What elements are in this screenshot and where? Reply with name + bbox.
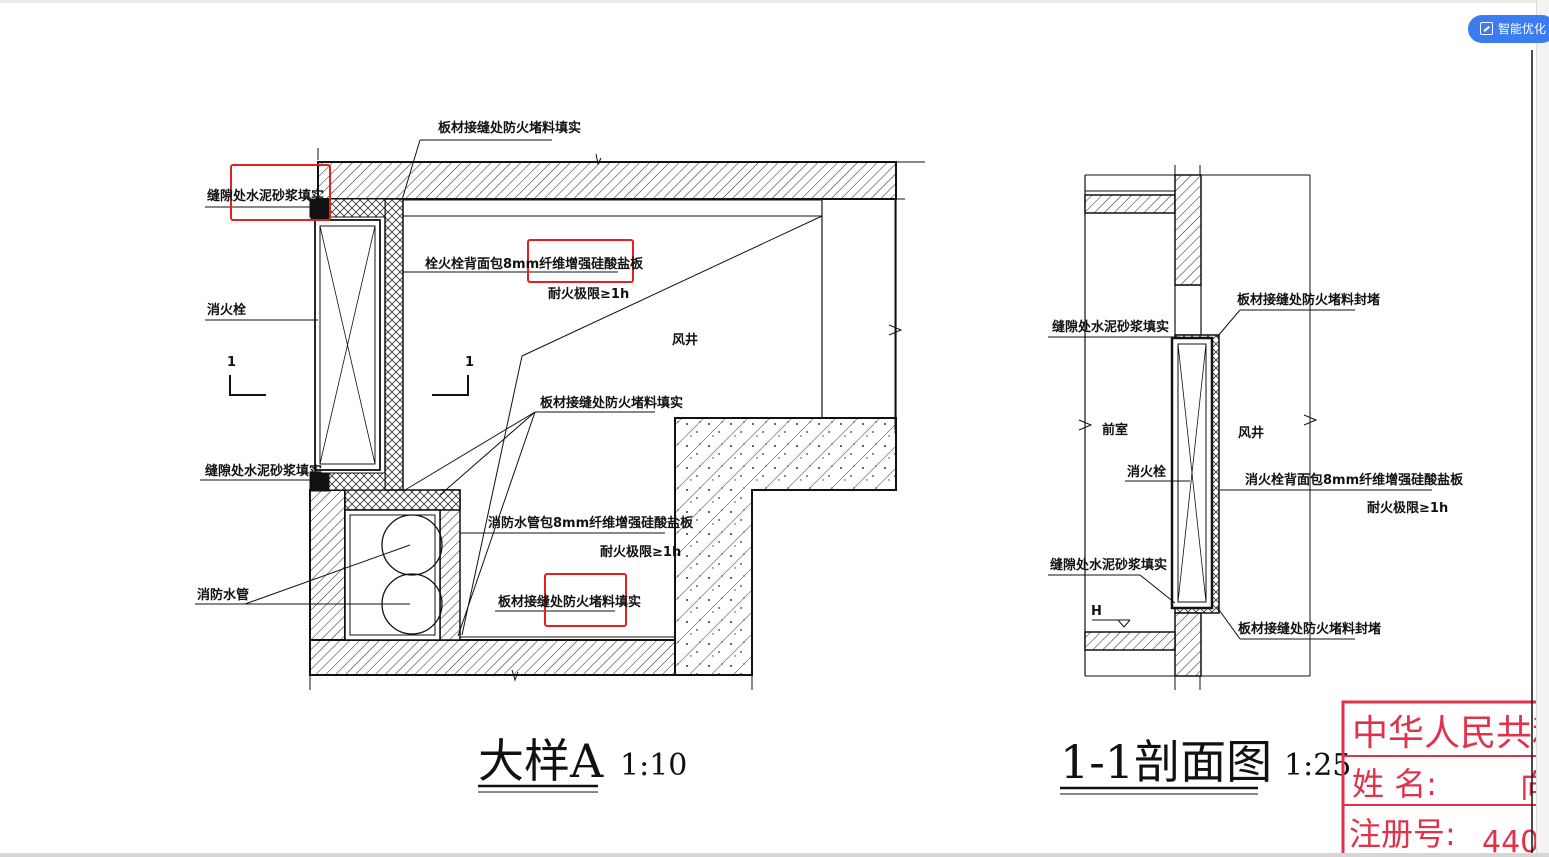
section-mark-right: 1 bbox=[465, 355, 474, 370]
section-mark-left: 1 bbox=[227, 355, 236, 370]
highlight-box-silicate-board bbox=[527, 239, 634, 283]
registration-stamp: 中华人民共和 姓 名: 向 注册号: 440 bbox=[1341, 700, 1549, 857]
label-board-seal-top: 板材接缝处防火堵料封堵 bbox=[1237, 292, 1380, 308]
label-hydrant-board-s: 消火栓背面包8mm纤维增强硅酸盐板 bbox=[1245, 472, 1464, 488]
section-1-1-drawing bbox=[1048, 165, 1432, 795]
stamp-reg-label: 注册号: bbox=[1349, 815, 1456, 853]
right-scroll-edge[interactable] bbox=[1536, 0, 1549, 857]
label-board-seal-bottom: 板材接缝处防火堵料封堵 bbox=[1238, 621, 1381, 637]
highlight-boxes bbox=[230, 164, 634, 627]
detail-a-labels: 板材接缝处防火堵料填实 缝隙处水泥砂浆填实 栓火栓背面包8mm纤维增强硅酸盐板 … bbox=[197, 120, 698, 788]
stamp-line-1: 中华人民共和 bbox=[1352, 713, 1549, 754]
stamp-reg-value: 440 bbox=[1482, 825, 1539, 857]
highlight-box-fire-fill bbox=[544, 573, 627, 627]
label-fire-pipe: 消防水管 bbox=[197, 587, 249, 603]
label-hydrant: 消火栓 bbox=[207, 302, 246, 318]
label-fire-rating-s: 耐火极限≥1h bbox=[1367, 500, 1448, 516]
label-gap-cement-top: 缝隙处水泥砂浆填实 bbox=[207, 188, 324, 204]
label-shaft: 风井 bbox=[672, 332, 698, 348]
label-top-board-fill: 板材接缝处防火堵料填实 bbox=[438, 120, 581, 136]
label-fire-rating-1: 耐火极限≥1h bbox=[548, 286, 629, 302]
label-height-mark: H bbox=[1091, 604, 1102, 619]
label-gap-cement-top-s: 缝隙处水泥砂浆填实 bbox=[1052, 319, 1169, 335]
stamp-name-label: 姓 名: bbox=[1352, 765, 1437, 803]
detail-a-scale: 1:10 bbox=[620, 748, 687, 783]
section-1-1-labels: 板材接缝处防火堵料封堵 缝隙处水泥砂浆填实 前室 风井 消火栓 消火栓背面包8m… bbox=[1050, 292, 1464, 789]
label-pipe-board: 消防水管包8mm纤维增强硅酸盐板 bbox=[488, 515, 694, 531]
section-title: 1-1剖面图 bbox=[1060, 735, 1272, 789]
label-gap-cement-bottom: 缝隙处水泥砂浆填实 bbox=[205, 463, 322, 479]
smart-optimize-label: 智能优化 bbox=[1498, 22, 1547, 36]
label-gap-cement-bottom-s: 缝隙处水泥砂浆填实 bbox=[1050, 557, 1167, 573]
bottom-border bbox=[0, 853, 1549, 857]
label-shaft-s: 风井 bbox=[1238, 425, 1264, 441]
label-hydrant-board: 栓火栓背面包8mm纤维增强硅酸盐板 bbox=[425, 256, 644, 272]
label-bottom-board-fill: 板材接缝处防火堵料填实 bbox=[498, 594, 641, 610]
edit-icon bbox=[1480, 22, 1493, 35]
detail-a-drawing bbox=[195, 139, 925, 793]
label-mid-board-fill: 板材接缝处防火堵料填实 bbox=[540, 395, 683, 411]
smart-optimize-button[interactable]: 智能优化 bbox=[1468, 15, 1549, 43]
highlight-box-gap-cement bbox=[230, 164, 331, 221]
detail-a-title: 大样A bbox=[478, 734, 604, 788]
top-border bbox=[0, 0, 1549, 3]
section-scale: 1:25 bbox=[1284, 748, 1351, 783]
label-hydrant-s: 消火栓 bbox=[1127, 464, 1166, 480]
label-front-room: 前室 bbox=[1102, 422, 1128, 438]
label-fire-rating-2: 耐火极限≥1h bbox=[600, 544, 681, 560]
